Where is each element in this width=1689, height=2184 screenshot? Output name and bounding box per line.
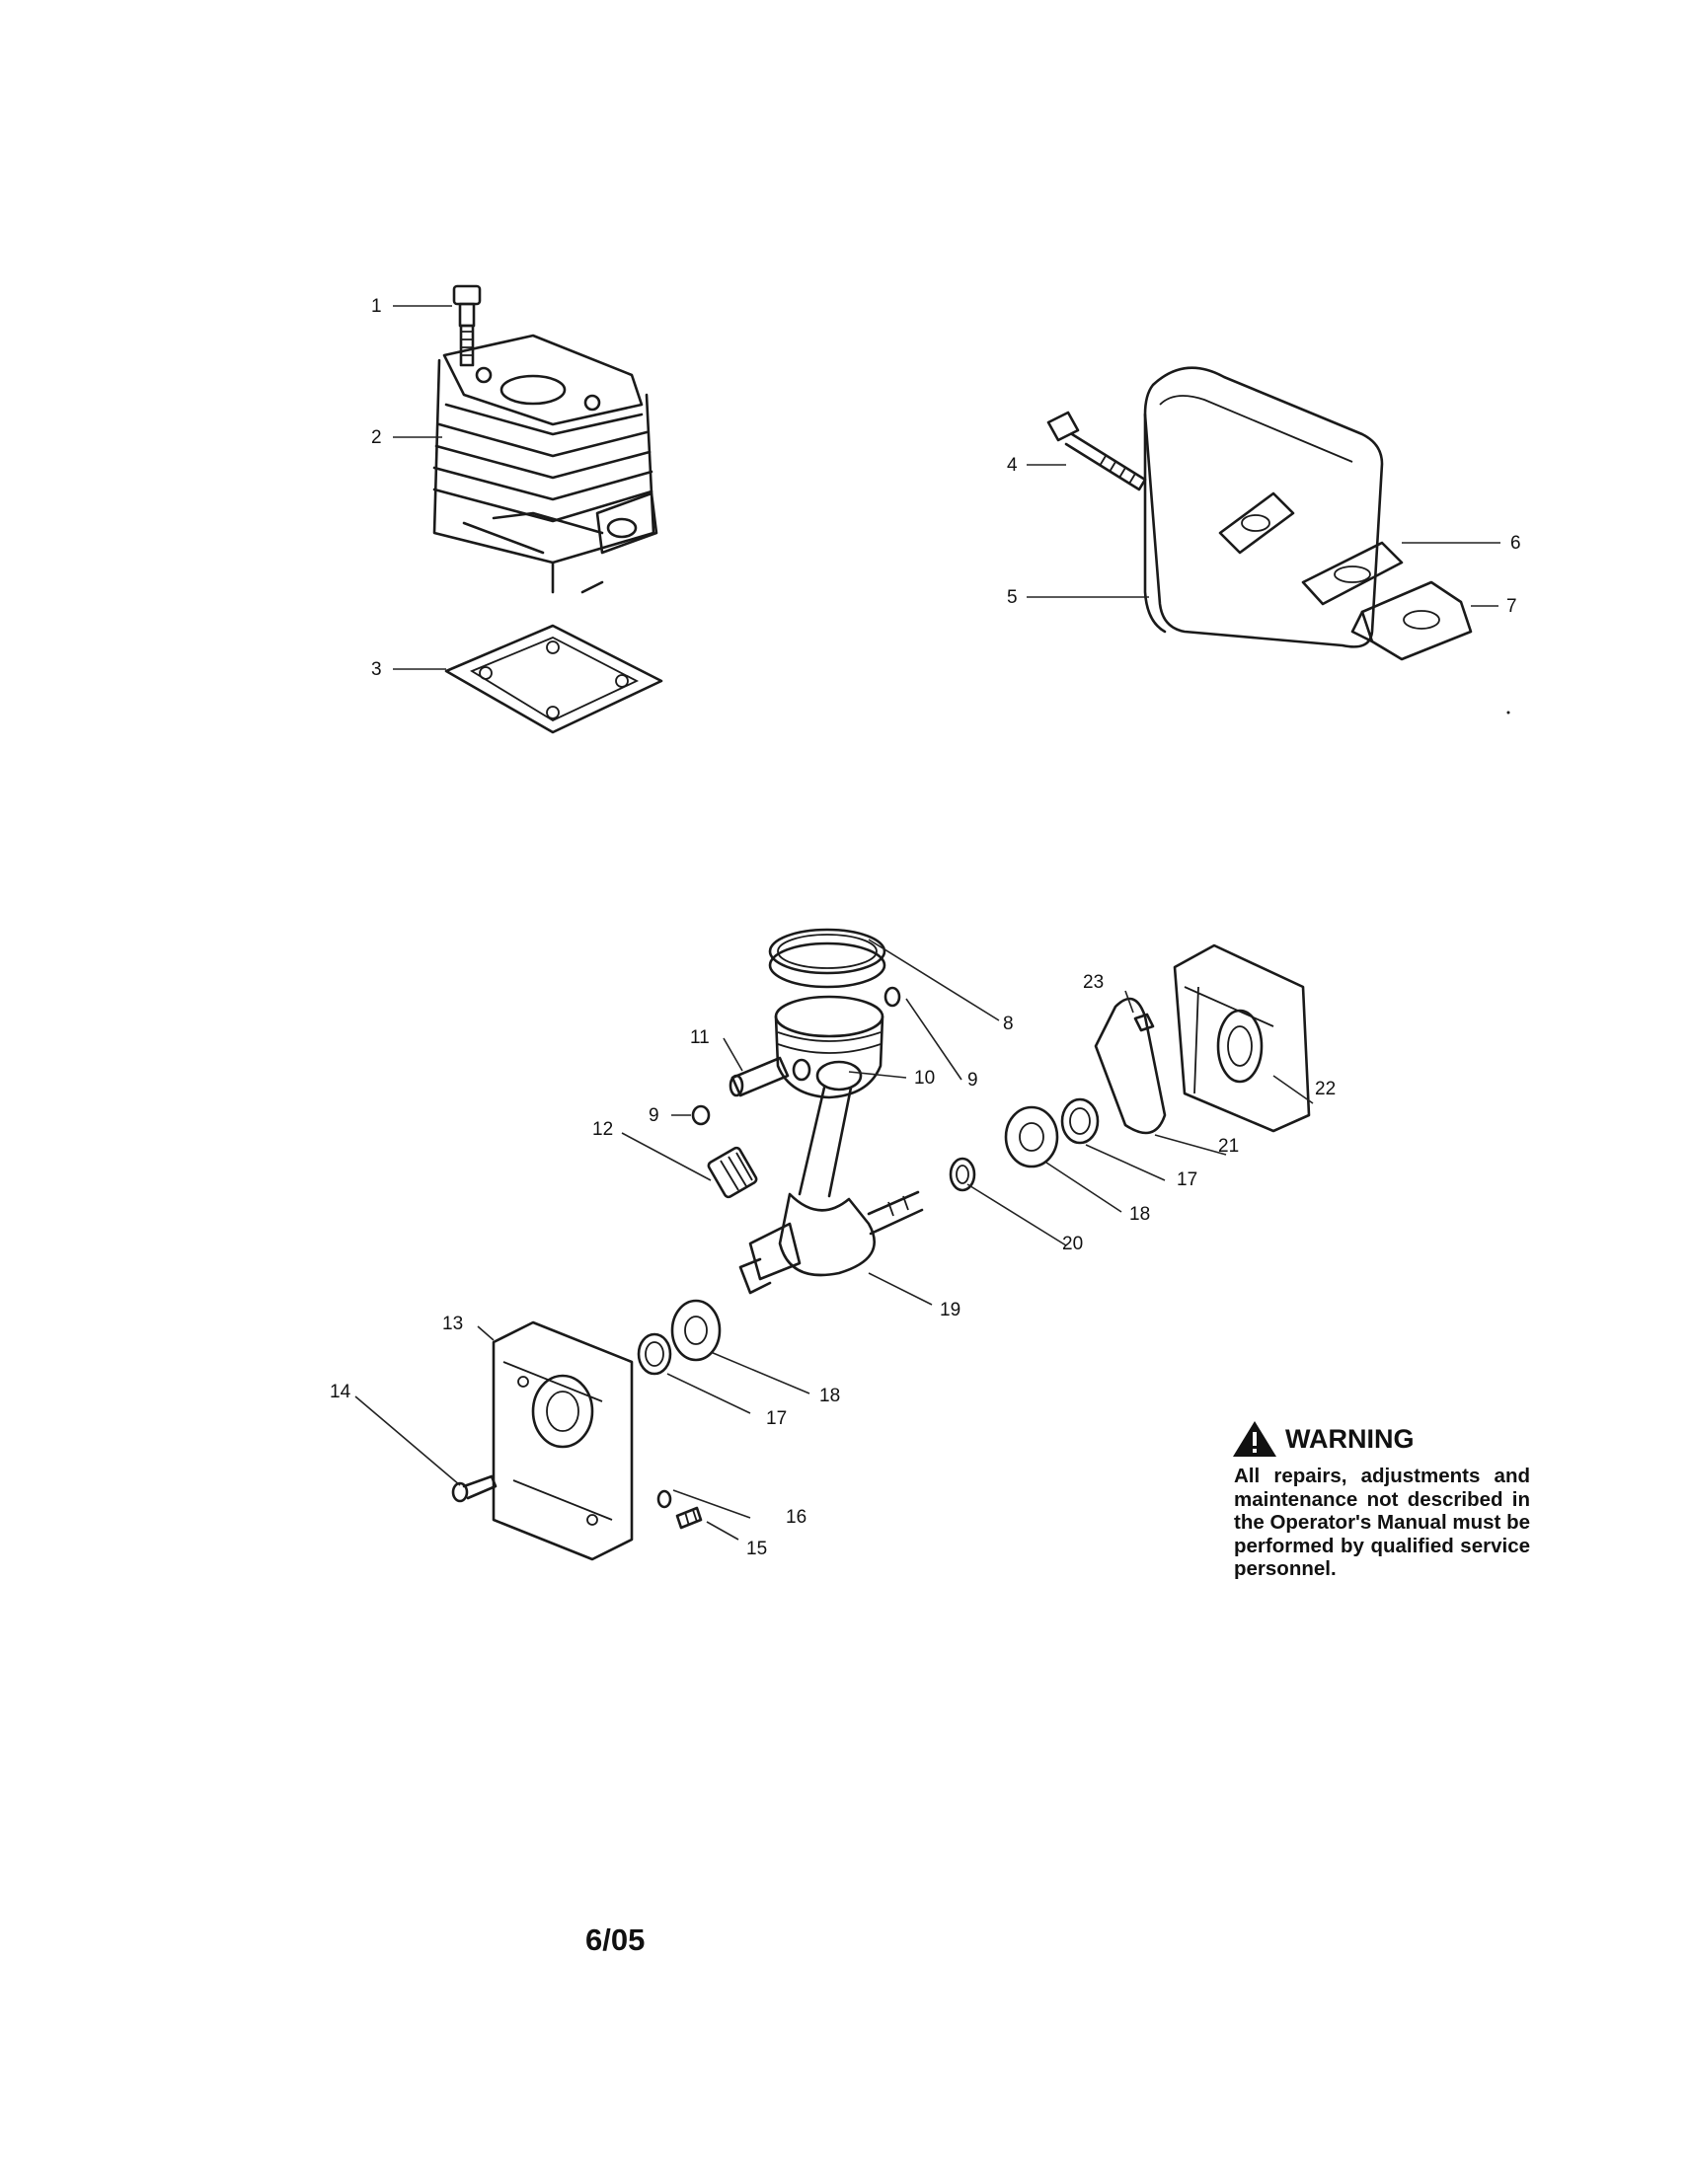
callout-8: 8 [1003,1014,1014,1034]
date-code: 6/05 [585,1922,646,1957]
crankcase-22 [1173,943,1311,1133]
circlip-9b [691,1104,711,1126]
callout-14: 14 [330,1382,351,1402]
screw-14 [451,1474,498,1503]
callout-12: 12 [592,1119,613,1140]
warning-heading: WARNING [1285,1423,1415,1454]
washer-20 [949,1157,976,1192]
callout-15: 15 [746,1539,767,1559]
callout-13: 13 [442,1314,463,1334]
pin-23 [1133,1013,1155,1032]
callout-4: 4 [1007,455,1018,476]
circlip-9a [883,986,901,1008]
callout-10: 10 [914,1068,935,1089]
seal-17b [637,1332,672,1376]
warning-header: WARNING [1232,1419,1530,1459]
bearing-18b [670,1299,722,1362]
needle-bearing-12 [707,1146,758,1199]
screw-1 [452,284,482,367]
seal-17a [1060,1097,1100,1145]
gasket-6 [1301,541,1404,606]
callout-6: 6 [1510,533,1521,554]
callout-16: 16 [786,1507,806,1528]
warning-triangle-icon [1233,1421,1276,1457]
plate-7 [1350,580,1473,661]
gasket-3 [444,624,663,734]
callout-11: 11 [690,1027,710,1048]
callout-17a: 17 [1177,1169,1197,1190]
gasket-21 [1094,997,1167,1135]
piston-10 [774,995,884,1099]
piston-pin-11 [729,1056,790,1097]
bolt-4 [1046,411,1147,491]
piston-ring-8 [768,928,886,989]
screw-15 [675,1506,703,1530]
callout-20: 20 [1062,1234,1083,1254]
cylinder-2 [432,334,658,594]
callout-18a: 18 [1129,1204,1150,1225]
callout-22: 22 [1315,1079,1336,1099]
warning-text: All repairs, adjustments and maintenance… [1234,1465,1530,1580]
crankcase-13 [492,1320,634,1561]
callout-9a: 9 [967,1070,978,1091]
callout-9b: 9 [649,1105,659,1126]
leader-lines [354,305,1500,1541]
bearing-18a [1004,1105,1059,1168]
callout-21: 21 [1218,1136,1239,1157]
callout-5: 5 [1007,587,1018,608]
callout-23: 23 [1083,972,1104,993]
callout-17b: 17 [766,1408,787,1429]
callout-2: 2 [371,427,382,448]
callout-1: 1 [371,296,382,317]
callout-7: 7 [1506,596,1517,617]
callout-19: 19 [940,1300,960,1320]
stray-dot [1506,711,1510,715]
callout-3: 3 [371,659,382,680]
o-ring-16 [656,1489,672,1509]
warning-box: WARNING All repairs, adjustments and mai… [1232,1419,1530,1581]
crankshaft-19 [738,1060,924,1295]
muffler-5 [1143,366,1384,648]
callout-18b: 18 [819,1386,840,1406]
